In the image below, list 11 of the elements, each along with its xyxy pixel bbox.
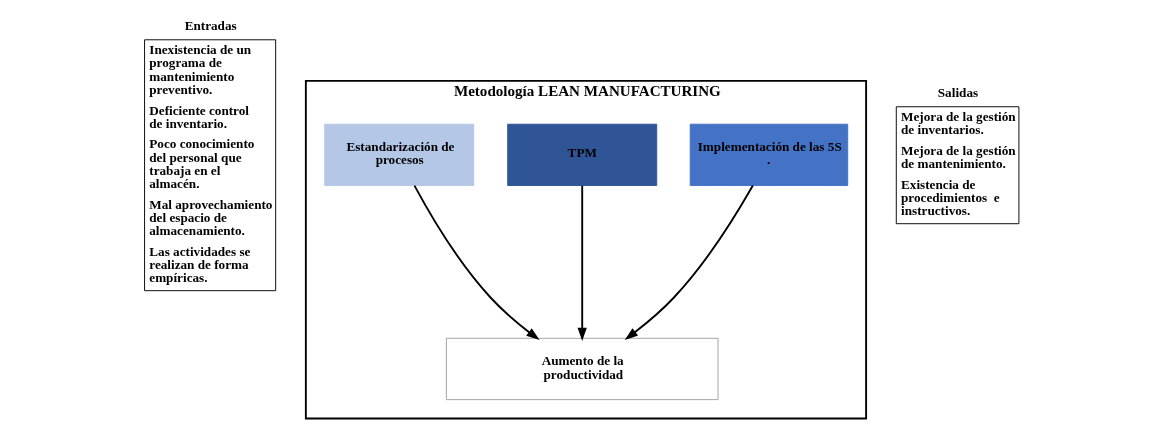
node-box: TPM bbox=[506, 123, 657, 186]
node-box: Mejora de la gestión de inventarios. Mejora de la gestión de mantenimiento. Existencia de procedimientos e instructivos. bbox=[895, 106, 1019, 225]
node-box: Estandarización de procesos bbox=[323, 123, 474, 186]
arrow bbox=[577, 184, 587, 342]
node-label: Entradas bbox=[184, 17, 237, 33]
node-box: Inexistencia de un programa de mantenimiento preventivo. Deficiente control de inventario. Poco conocimiento del personal que trabaja en el almacén. Mal aprovechamiento del espacio de almacenamiento. Las actividades se realizan de forma empíricas. bbox=[143, 39, 276, 292]
arrow bbox=[413, 184, 540, 341]
arrow bbox=[624, 184, 754, 340]
node-label: Salidas bbox=[937, 84, 978, 100]
node-box: Aumento de la productividad bbox=[445, 337, 718, 401]
node-box: Implementación de las 5S . bbox=[689, 123, 848, 186]
